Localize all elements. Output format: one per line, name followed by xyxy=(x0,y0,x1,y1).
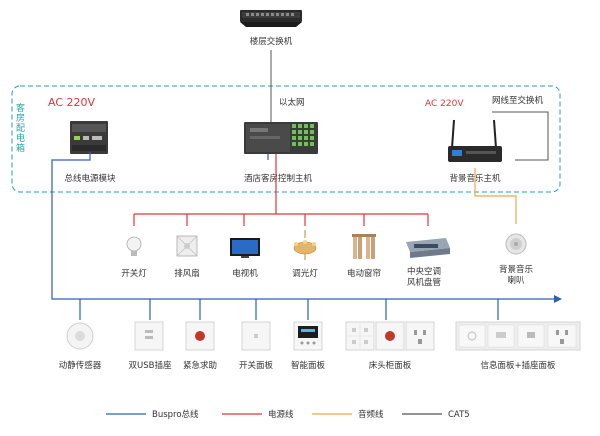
smart-panel-icon xyxy=(293,321,323,351)
speaker-label-1: 背景音乐 xyxy=(499,264,534,275)
bus-power-icon xyxy=(70,121,108,154)
bus-power-label: 总线电源模块 xyxy=(64,173,116,184)
fan-coil-icon xyxy=(406,238,450,258)
room-box-frame xyxy=(11,85,561,193)
load-label-switch-light: 开关灯 xyxy=(121,268,147,279)
music-host-icon xyxy=(448,119,502,162)
load-label-fan-coil: 风机盘管 xyxy=(407,277,441,288)
ethernet-label: 以太网 xyxy=(279,97,305,108)
load-label-curtain: 电动窗帘 xyxy=(347,268,381,279)
panel-label-usb: 双USB插座 xyxy=(129,360,172,371)
load-label-dimmer: 调光灯 xyxy=(292,268,318,279)
legend-label-audio: 音频线 xyxy=(358,409,384,420)
exhaust-fan-icon xyxy=(176,235,198,257)
load-label-exhaust-fan: 排风扇 xyxy=(174,268,200,279)
audio-line xyxy=(474,168,517,224)
speaker-label-2: 喇叭 xyxy=(507,275,525,286)
buspro-arrow xyxy=(554,295,562,303)
panel-label-info: 信息面板+插座面板 xyxy=(480,360,556,371)
legend-label-buspro: Buspro总线 xyxy=(152,409,199,420)
cat5-line-music xyxy=(492,111,549,161)
room-controller-label: 酒店客房控制主机 xyxy=(244,173,313,184)
panel-label-motion: 动静传感器 xyxy=(59,360,102,371)
floor-switch-label: 楼层交换机 xyxy=(250,36,293,47)
motion-sensor-icon xyxy=(66,322,94,350)
legend-label-cat5: CAT5 xyxy=(448,410,470,420)
load-label-tv: 电视机 xyxy=(232,268,258,279)
panels xyxy=(66,321,581,351)
curtain-icon xyxy=(352,234,376,259)
room-box-label: 客房配电箱 xyxy=(14,102,25,153)
bulb-icon xyxy=(126,236,142,256)
panel-label-bedside: 床头柜面板 xyxy=(369,360,412,371)
tv-icon xyxy=(230,238,260,258)
speaker-icon xyxy=(505,233,527,255)
panel-label-smart: 智能面板 xyxy=(291,360,326,371)
load-label-ac: 中央空调 xyxy=(407,266,441,277)
bedside-panel-icon xyxy=(345,321,435,351)
info-panel-icon xyxy=(455,321,581,351)
buspro-lines xyxy=(51,152,560,320)
dimmer-light-icon xyxy=(293,230,317,260)
legend-label-power: 电源线 xyxy=(268,409,294,420)
ac-left-label: AC 220V xyxy=(48,96,96,109)
panel-label-switch: 开关面板 xyxy=(239,360,274,371)
room-controller-icon xyxy=(244,122,318,154)
floor-switch-icon xyxy=(240,10,302,27)
switch-panel-icon xyxy=(241,321,271,351)
usb-socket-icon xyxy=(134,321,164,351)
legend: Buspro总线 电源线 音频线 CAT5 xyxy=(106,409,470,420)
ac-right-label: AC 220V xyxy=(425,99,464,109)
power-lines xyxy=(133,154,429,226)
panel-label-emergency: 紧急求助 xyxy=(183,360,217,371)
emergency-button-icon xyxy=(185,321,215,351)
net-to-switch-label: 网线至交换机 xyxy=(492,95,544,106)
